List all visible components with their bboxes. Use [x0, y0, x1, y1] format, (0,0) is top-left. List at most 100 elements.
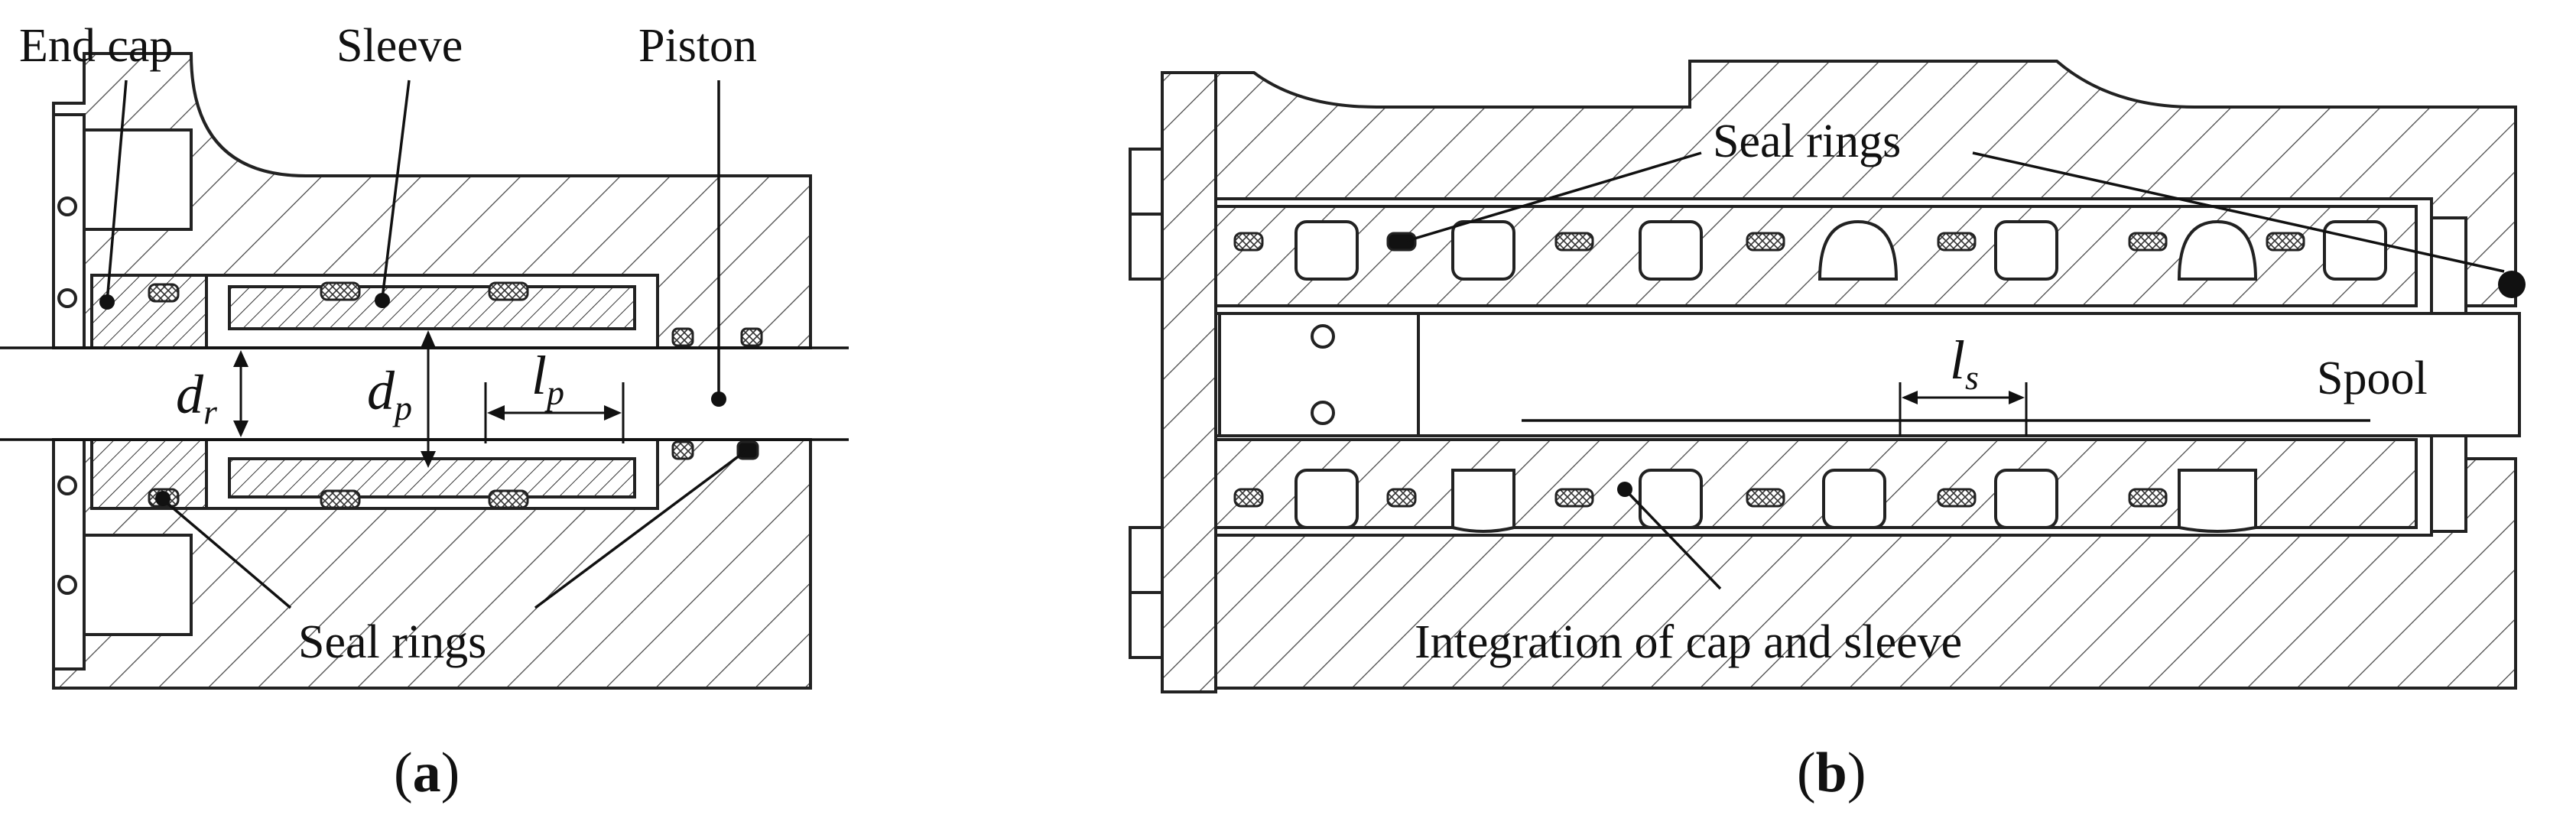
- panel-a-end-cap-window-upper: [83, 128, 193, 231]
- panel-a-seal-8: [740, 327, 763, 347]
- panel-b-port-u2: [1451, 220, 1515, 281]
- panel-b-seal-u5: [1937, 232, 1977, 252]
- panel-b-dim-ls-label: ls: [1950, 330, 1979, 397]
- panel-b-leader-integration-dot: [1617, 482, 1632, 497]
- panel-a-leader-seal-right: [534, 450, 747, 609]
- panel-a-dim-dp-symbol: d: [367, 360, 395, 421]
- panel-a-label-piston: Piston: [638, 20, 757, 72]
- panel-b-port-u4: [1817, 219, 1899, 281]
- panel-b-seal-l1: [1233, 488, 1264, 508]
- panel-b-cap-plate: [1161, 71, 1217, 693]
- panel-b-integrated-sleeve-lower: [1214, 438, 2418, 529]
- panel-a-dim-lp-arrow-right: [604, 405, 622, 420]
- panel-b-label-integration: Integration of cap and sleeve: [1415, 616, 1962, 668]
- panel-b-leader-seal-right: [1972, 151, 2505, 273]
- panel-b-port-u5: [1994, 220, 2058, 281]
- panel-a-port-2: [57, 288, 77, 308]
- panel-a-seal-5: [320, 489, 361, 509]
- panel-a-label-seal-rings: Seal rings: [298, 616, 486, 668]
- panel-b-port-l1: [1294, 469, 1359, 529]
- panel-b-seal-u2: [1386, 232, 1417, 252]
- panel-a-leader-sleeve-dot: [375, 293, 390, 308]
- panel-b-port-u6: [2177, 219, 2258, 281]
- panel-a-leader-seal-left-dot: [155, 491, 171, 506]
- panel-b-bolt-upper-1: [1129, 148, 1164, 216]
- panel-a-seal-2: [320, 281, 361, 301]
- panel-a-leader-seal-left: [163, 499, 292, 609]
- panel-a-dim-dr-arrow-top: [233, 350, 249, 367]
- panel-a-seal-3: [488, 281, 529, 301]
- panel-b-bolt-lower-2: [1129, 591, 1164, 659]
- panel-a-port-4: [57, 575, 77, 595]
- panel-b-caption-close: ): [1847, 742, 1866, 804]
- panel-a-dim-lp-subscript: p: [544, 373, 564, 412]
- panel-b-bolt-lower-1: [1129, 526, 1164, 594]
- panel-a-dim-dr-arrow-bottom: [233, 420, 249, 437]
- panel-a-dim-dp-arrow-bottom: [421, 451, 436, 468]
- panel-a-dim-lp-label: lp: [531, 345, 564, 412]
- panel-b-port-l4: [1822, 469, 1886, 529]
- panel-b-seal-u3: [1554, 232, 1594, 252]
- panel-b-dim-ls-symbol: l: [1950, 330, 1965, 391]
- panel-a-leader-end-cap-dot: [99, 294, 115, 310]
- panel-a-caption-open: (: [394, 742, 413, 804]
- panel-a-left-plate-lower: [52, 438, 86, 671]
- panel-b-dim-ls-arrow-right: [2009, 391, 2025, 404]
- panel-b-dim-ls-arrow-left: [1902, 391, 1918, 404]
- panel-b-bolt-upper-2: [1129, 213, 1164, 281]
- panel-b-port-l3: [1639, 469, 1703, 529]
- panel-a-caption-letter: a: [413, 742, 441, 804]
- panel-a-caption: (a): [394, 742, 460, 804]
- panel-a-dim-lp-arrow-left: [487, 405, 505, 420]
- panel-b-port-u7: [2323, 220, 2387, 281]
- panel-a-dim-dr-label: dr: [176, 364, 218, 431]
- panel-b-seal-u6: [2128, 232, 2168, 252]
- panel-b-integrated-sleeve-upper: [1214, 205, 2418, 307]
- panel-b: Seal rings Spool Integration of cap and …: [1129, 60, 2526, 804]
- panel-b-spool-hole-1: [1311, 324, 1335, 349]
- panel-a-dim-lp-symbol: l: [531, 345, 547, 406]
- panel-a-label-end-cap: End cap: [19, 20, 173, 72]
- panel-a-seal-1: [148, 283, 180, 303]
- panel-b-dim-ls-subscript: s: [1965, 358, 1979, 397]
- panel-a-leader-piston-dot: [711, 391, 726, 407]
- panel-b-leader-integration: [1623, 488, 1722, 590]
- panel-b-port-l6: [2178, 469, 2257, 533]
- panel-b-seal-l5: [1937, 488, 1977, 508]
- panel-a-port-3: [57, 476, 77, 495]
- panel-b-seal-l3: [1554, 488, 1594, 508]
- panel-a: End cap Sleeve Piston Seal rings dr dp l…: [0, 20, 849, 804]
- panel-b-seal-u1: [1233, 232, 1264, 252]
- panel-a-seal-7: [671, 327, 694, 347]
- panel-b-caption-open: (: [1797, 742, 1816, 804]
- panel-b-label-spool: Spool: [2317, 352, 2428, 404]
- panel-a-dim-dp-arrow-top: [421, 330, 436, 348]
- panel-a-end-cap-window-lower: [83, 534, 193, 636]
- panel-b-port-l5: [1994, 469, 2058, 529]
- panel-a-dim-dr-symbol: d: [176, 364, 204, 425]
- panel-b-spool-hole-2: [1311, 401, 1335, 425]
- panel-a-label-sleeve: Sleeve: [336, 20, 463, 72]
- panel-a-sleeve-lower: [228, 457, 636, 498]
- panel-b-leader-seal-left: [1406, 151, 1702, 242]
- panel-a-leader-sleeve: [381, 80, 411, 299]
- panel-a-seal-6: [488, 489, 529, 509]
- panel-b-seal-u8: [2498, 271, 2526, 298]
- panel-b-port-u1: [1294, 220, 1359, 281]
- panel-b-seal-l4: [1746, 488, 1785, 508]
- panel-b-seal-u7: [2266, 232, 2305, 252]
- panel-a-caption-close: ): [441, 742, 460, 804]
- panel-a-dim-dp-subscript: p: [392, 388, 412, 427]
- panel-b-caption-letter: b: [1816, 742, 1847, 804]
- panel-a-seal-9: [671, 440, 694, 460]
- panel-b-label-seal-rings: Seal rings: [1713, 115, 1901, 167]
- panel-b-port-u3: [1639, 220, 1703, 281]
- panel-b-spool: [1218, 312, 2521, 437]
- panel-a-sleeve-upper: [228, 285, 636, 330]
- panel-b-seal-u4: [1746, 232, 1785, 252]
- panel-b-seal-l6: [2128, 488, 2168, 508]
- panel-b-caption: (b): [1797, 742, 1866, 804]
- panel-a-dim-dp-label: dp: [367, 360, 412, 427]
- panel-a-port-1: [57, 196, 77, 216]
